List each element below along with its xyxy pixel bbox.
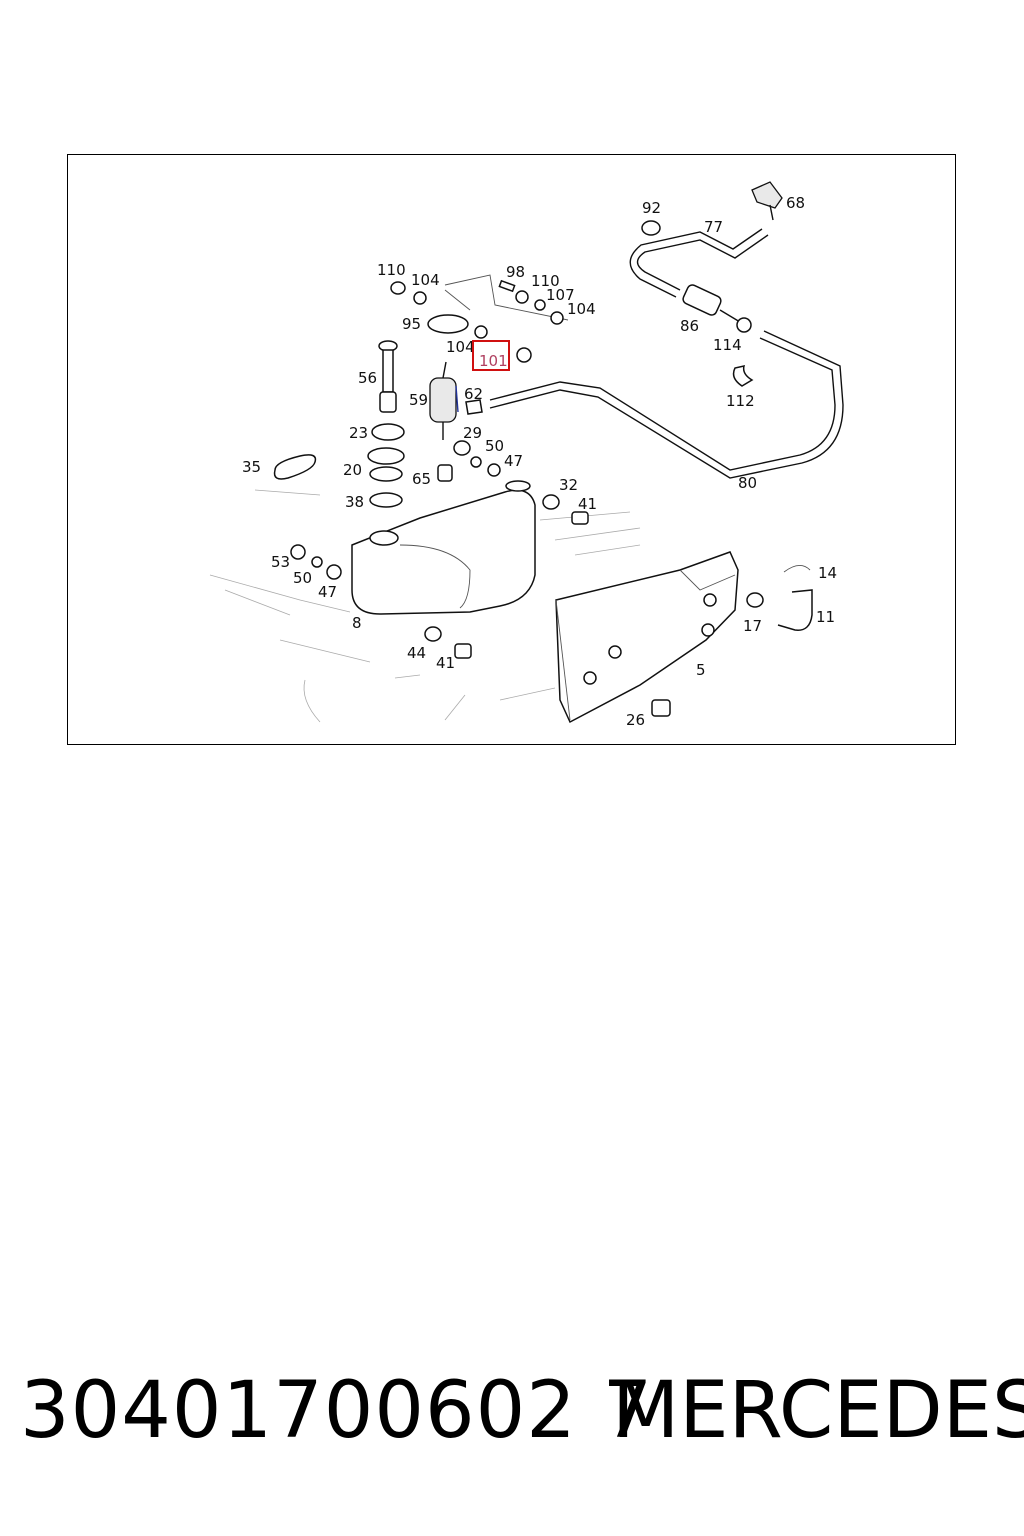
highlight-callout-101[interactable]: 101	[472, 340, 510, 371]
hose-77	[629, 228, 769, 298]
label-95: 95	[402, 315, 421, 333]
label-17: 17	[743, 617, 762, 635]
callout-labels: 92 77 68 110 104 98 110 107 104 95 86 11…	[242, 194, 837, 729]
label-50-b: 50	[293, 569, 312, 587]
label-32: 32	[559, 476, 578, 494]
label-44: 44	[407, 644, 426, 662]
label-29: 29	[463, 424, 482, 442]
label-104-b: 104	[567, 300, 596, 318]
label-114: 114	[713, 336, 742, 354]
fittings-right	[424, 494, 813, 717]
highlight-box	[472, 340, 510, 371]
bracket-95	[390, 274, 569, 363]
label-47-a: 47	[504, 452, 523, 470]
label-35: 35	[242, 458, 261, 476]
label-92: 92	[642, 199, 661, 217]
bracket-5	[555, 551, 739, 724]
filter-86	[682, 284, 741, 323]
sensor-56	[378, 340, 398, 413]
label-26: 26	[626, 711, 645, 729]
label-47-b: 47	[318, 583, 337, 601]
nozzle-68	[751, 181, 783, 221]
clip-112	[732, 365, 754, 387]
label-107: 107	[546, 286, 575, 304]
fasteners-left	[273, 423, 501, 580]
label-11: 11	[816, 608, 835, 626]
diagram-frame	[67, 154, 956, 745]
label-86: 86	[680, 317, 699, 335]
label-104-c: 104	[446, 338, 475, 356]
part-number: 30401700602 7	[20, 1366, 654, 1456]
label-38: 38	[345, 493, 364, 511]
label-50-a: 50	[485, 437, 504, 455]
label-56: 56	[358, 369, 377, 387]
label-5: 5	[696, 661, 706, 679]
label-62: 62	[464, 385, 483, 403]
label-80: 80	[738, 474, 757, 492]
label-23: 23	[349, 424, 368, 442]
footer: 30401700602 7 MERCEDES	[0, 1372, 1024, 1472]
background-body-lines	[209, 489, 641, 723]
clip-114	[736, 317, 752, 333]
label-112: 112	[726, 392, 755, 410]
label-53: 53	[271, 553, 290, 571]
label-104-a: 104	[411, 271, 440, 289]
label-20: 20	[343, 461, 362, 479]
hose-80	[489, 330, 844, 479]
label-101: 101	[479, 352, 508, 370]
pump-59	[429, 361, 459, 440]
grommet-62	[465, 399, 483, 415]
label-68: 68	[786, 194, 805, 212]
label-41-a: 41	[578, 495, 597, 513]
label-65: 65	[412, 470, 431, 488]
brand-name: MERCEDES	[612, 1366, 1024, 1456]
grommet-92	[641, 220, 661, 236]
label-41-b: 41	[436, 654, 455, 672]
label-98: 98	[506, 263, 525, 281]
label-110-a: 110	[377, 261, 406, 279]
label-59: 59	[409, 391, 428, 409]
label-110-b: 110	[531, 272, 560, 290]
reservoir-8	[351, 480, 536, 615]
label-77: 77	[704, 218, 723, 236]
label-8: 8	[352, 614, 362, 632]
label-14: 14	[818, 564, 837, 582]
